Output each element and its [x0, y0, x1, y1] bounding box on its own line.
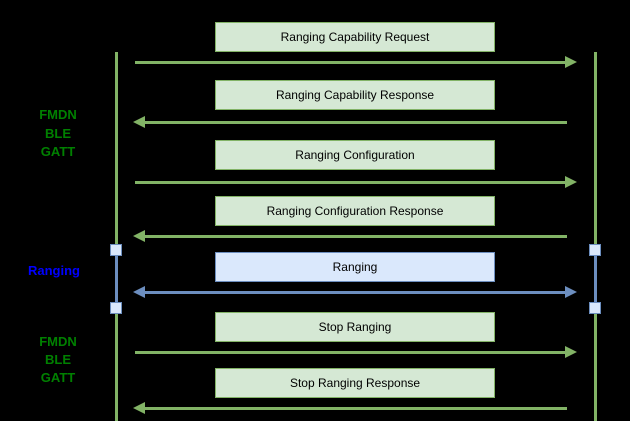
phase-label-fmdn-ble-gatt: FMDN BLE GATT: [39, 107, 77, 159]
message-label: Ranging: [332, 260, 378, 274]
lifeline-left-ranging-segment: [115, 250, 118, 308]
arrowhead-left-icon: [133, 230, 145, 242]
message-arrow-left: [145, 121, 567, 124]
message-label-box: Stop Ranging: [215, 312, 495, 342]
message-label: Ranging Capability Response: [275, 88, 435, 102]
activation-marker: [110, 244, 122, 256]
message-label-box: Ranging Configuration: [215, 140, 495, 170]
arrowhead-left-icon: [133, 116, 145, 128]
message-arrow-right: [135, 61, 567, 64]
message-label: Stop Ranging Response: [289, 376, 421, 390]
message-label: Ranging Configuration Response: [266, 204, 444, 218]
phase-label-fmdn-ble-gatt: FMDN BLE GATT: [39, 334, 77, 385]
message-arrow-right: [135, 351, 567, 354]
activation-marker: [589, 302, 601, 314]
message-label-box: Ranging Capability Response: [215, 80, 495, 110]
lifeline-left-gatt-top: [115, 52, 118, 246]
activation-marker: [589, 244, 601, 256]
lifeline-right-gatt-top: [594, 52, 597, 246]
message-arrow-left: [145, 407, 567, 410]
message-arrow-bidirectional: [145, 291, 565, 294]
arrowhead-left-icon: [133, 286, 145, 298]
arrowhead-right-icon: [565, 286, 577, 298]
lifeline-right-ranging-segment: [594, 250, 597, 308]
arrowhead-left-icon: [133, 402, 145, 414]
lifeline-left-gatt-bottom: [115, 312, 118, 421]
message-label: Stop Ranging: [318, 320, 392, 334]
message-label: Ranging Configuration: [295, 148, 415, 162]
message-label-box: Stop Ranging Response: [215, 368, 495, 398]
message-label: Ranging Capability Request: [280, 30, 430, 44]
lifeline-right-gatt-bottom: [594, 312, 597, 421]
message-arrow-left: [145, 235, 567, 238]
arrowhead-right-icon: [565, 176, 577, 188]
arrowhead-right-icon: [565, 346, 577, 358]
message-label-box: Ranging Capability Request: [215, 22, 495, 52]
message-label-box: Ranging Configuration Response: [215, 196, 495, 226]
activation-marker: [110, 302, 122, 314]
phase-label-ranging: Ranging: [28, 263, 80, 278]
message-label-box: Ranging: [215, 252, 495, 282]
message-arrow-right: [135, 181, 567, 184]
arrowhead-right-icon: [565, 56, 577, 68]
